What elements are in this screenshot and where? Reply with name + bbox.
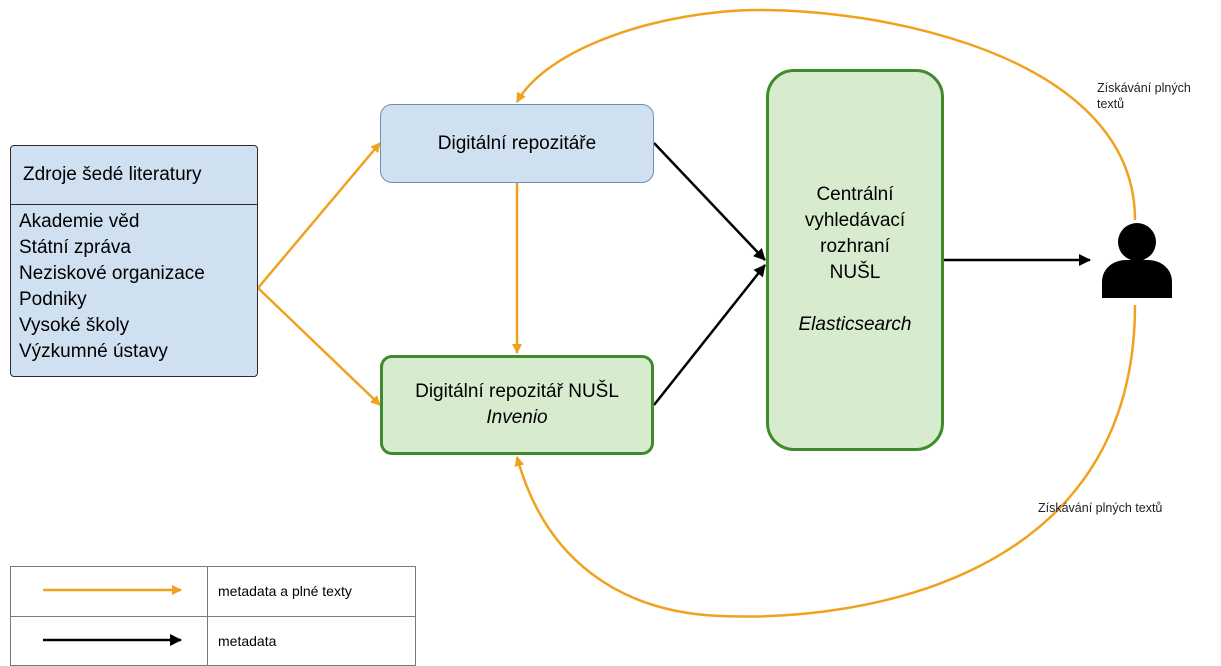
- legend-row: metadata: [10, 615, 416, 666]
- source-item: Akademie věd: [19, 211, 140, 232]
- nusl-repository-node: Digitální repozitář NUŠL Invenio: [380, 355, 654, 455]
- central-search-line: vyhledávací: [804, 210, 906, 231]
- orange-arrow-icon: [43, 585, 182, 596]
- grey-literature-sources-box: Zdroje šedé literatury Akademie věd Stát…: [10, 145, 258, 377]
- legend-row: metadata a plné texty: [10, 566, 416, 617]
- user-icon: [1102, 223, 1172, 298]
- source-item: Podniky: [19, 289, 87, 310]
- sources-title: Zdroje šedé literatury: [11, 146, 257, 205]
- edge-sources-to-repositories: [257, 142, 381, 289]
- edge-sources-to-nusl: [257, 287, 381, 406]
- legend-label: metadata: [207, 615, 416, 666]
- central-search-software: Elasticsearch: [798, 314, 912, 335]
- repositories-label: Digitální repozitáře: [437, 132, 597, 154]
- source-item: Vysoké školy: [19, 315, 130, 336]
- fulltext-note-top: Získávání plných textů: [1097, 81, 1191, 111]
- central-search-line: rozhraní: [820, 236, 890, 257]
- source-item: Státní zpráva: [19, 237, 131, 258]
- edge-user-fulltext-to-repositories: [515, 8, 1137, 221]
- digital-repositories-node: Digitální repozitáře: [380, 104, 654, 183]
- fulltext-note-bottom: Získávání plných textů: [1038, 501, 1163, 515]
- legend-sample: [10, 615, 208, 666]
- source-item: Výzkumné ústavy: [19, 341, 168, 362]
- legend: metadata a plné texty metadata: [10, 566, 416, 666]
- black-arrow-icon: [43, 633, 182, 646]
- central-search-line: NUŠL: [829, 262, 881, 283]
- nusl-repository-software: Invenio: [486, 407, 548, 428]
- edge-nusl-to-central: [653, 264, 766, 406]
- source-item: Neziskové organizace: [19, 263, 205, 284]
- nusl-repository-label: Digitální repozitář NUŠL: [415, 381, 619, 402]
- central-search-line: Centrální: [816, 184, 894, 205]
- sources-list: Akademie věd Státní zpráva Neziskové org…: [11, 205, 257, 365]
- edge-repositories-to-central: [653, 142, 766, 261]
- legend-label: metadata a plné texty: [207, 566, 416, 617]
- edge-user-fulltext-to-nusl: [514, 304, 1137, 618]
- central-search-node: Centrální vyhledávací rozhraní NUŠL Elas…: [766, 69, 944, 451]
- legend-sample: [10, 566, 208, 617]
